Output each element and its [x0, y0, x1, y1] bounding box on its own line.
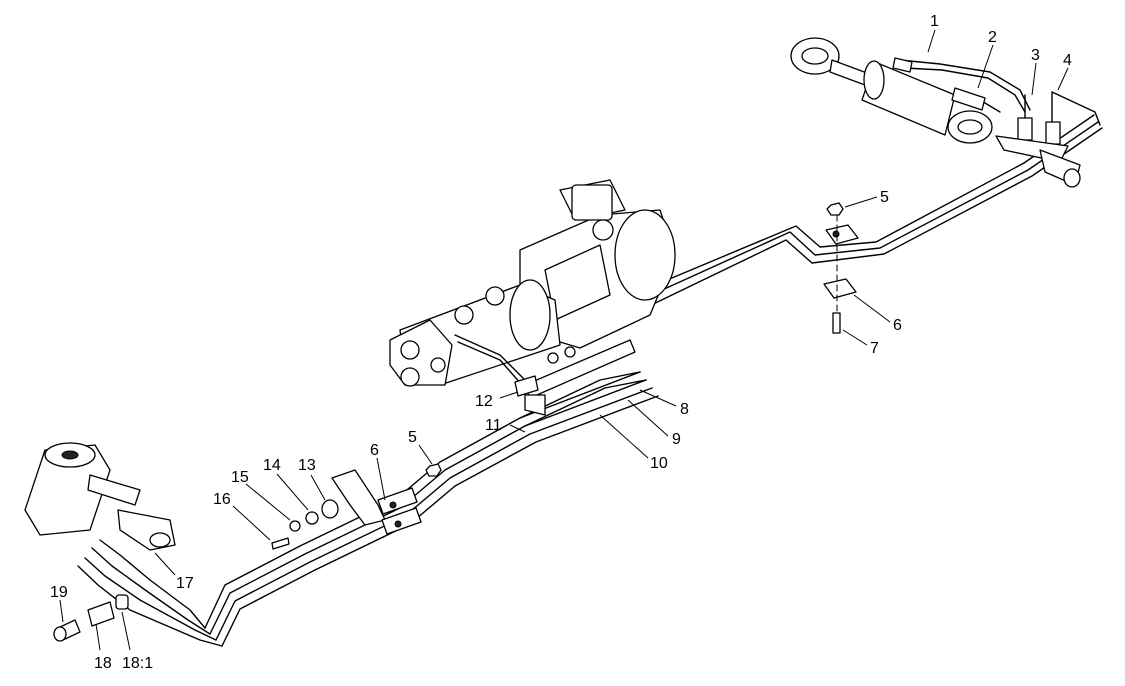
callout-13: 13: [298, 457, 316, 474]
fittings-18-19: [53, 594, 129, 642]
callout-6-right: 6: [893, 317, 902, 334]
callout-12: 12: [475, 393, 493, 410]
callout-11: 11: [485, 417, 502, 434]
callout-4: 4: [1063, 52, 1072, 69]
hydraulic-cylinder: [790, 37, 1031, 144]
callout-18-1: 18:1: [122, 655, 153, 672]
hardware-stack: [271, 499, 339, 550]
leader-lines: [59, 29, 1069, 651]
callout-1: 1: [930, 13, 939, 30]
callout-10: 10: [650, 455, 668, 472]
callout-8: 8: [680, 401, 689, 418]
callout-7: 7: [870, 340, 879, 357]
callout-9: 9: [672, 431, 681, 448]
callout-18: 18: [94, 655, 112, 672]
callout-15: 15: [231, 469, 249, 486]
tube-clamp-left: [331, 463, 442, 535]
callout-labels: 1 2 3 4 5 6 7 8 9 10 11 12 5 6 13 14 15 …: [50, 13, 1072, 672]
callout-16: 16: [213, 491, 231, 508]
callout-6-left: 6: [370, 442, 379, 459]
manifold-bracket: [514, 339, 636, 416]
hydraulic-pump-assembly: [389, 179, 676, 387]
callout-5-right: 5: [880, 189, 889, 206]
callout-3: 3: [1031, 47, 1040, 64]
steering-valve: [24, 442, 176, 551]
callout-5-left: 5: [408, 429, 417, 446]
callout-14: 14: [263, 457, 281, 474]
tube-fittings-3-4: [995, 91, 1101, 188]
callout-17: 17: [176, 575, 194, 592]
callout-2: 2: [988, 29, 997, 46]
callout-19: 19: [50, 584, 68, 601]
tube-clamp-right: [823, 202, 859, 334]
